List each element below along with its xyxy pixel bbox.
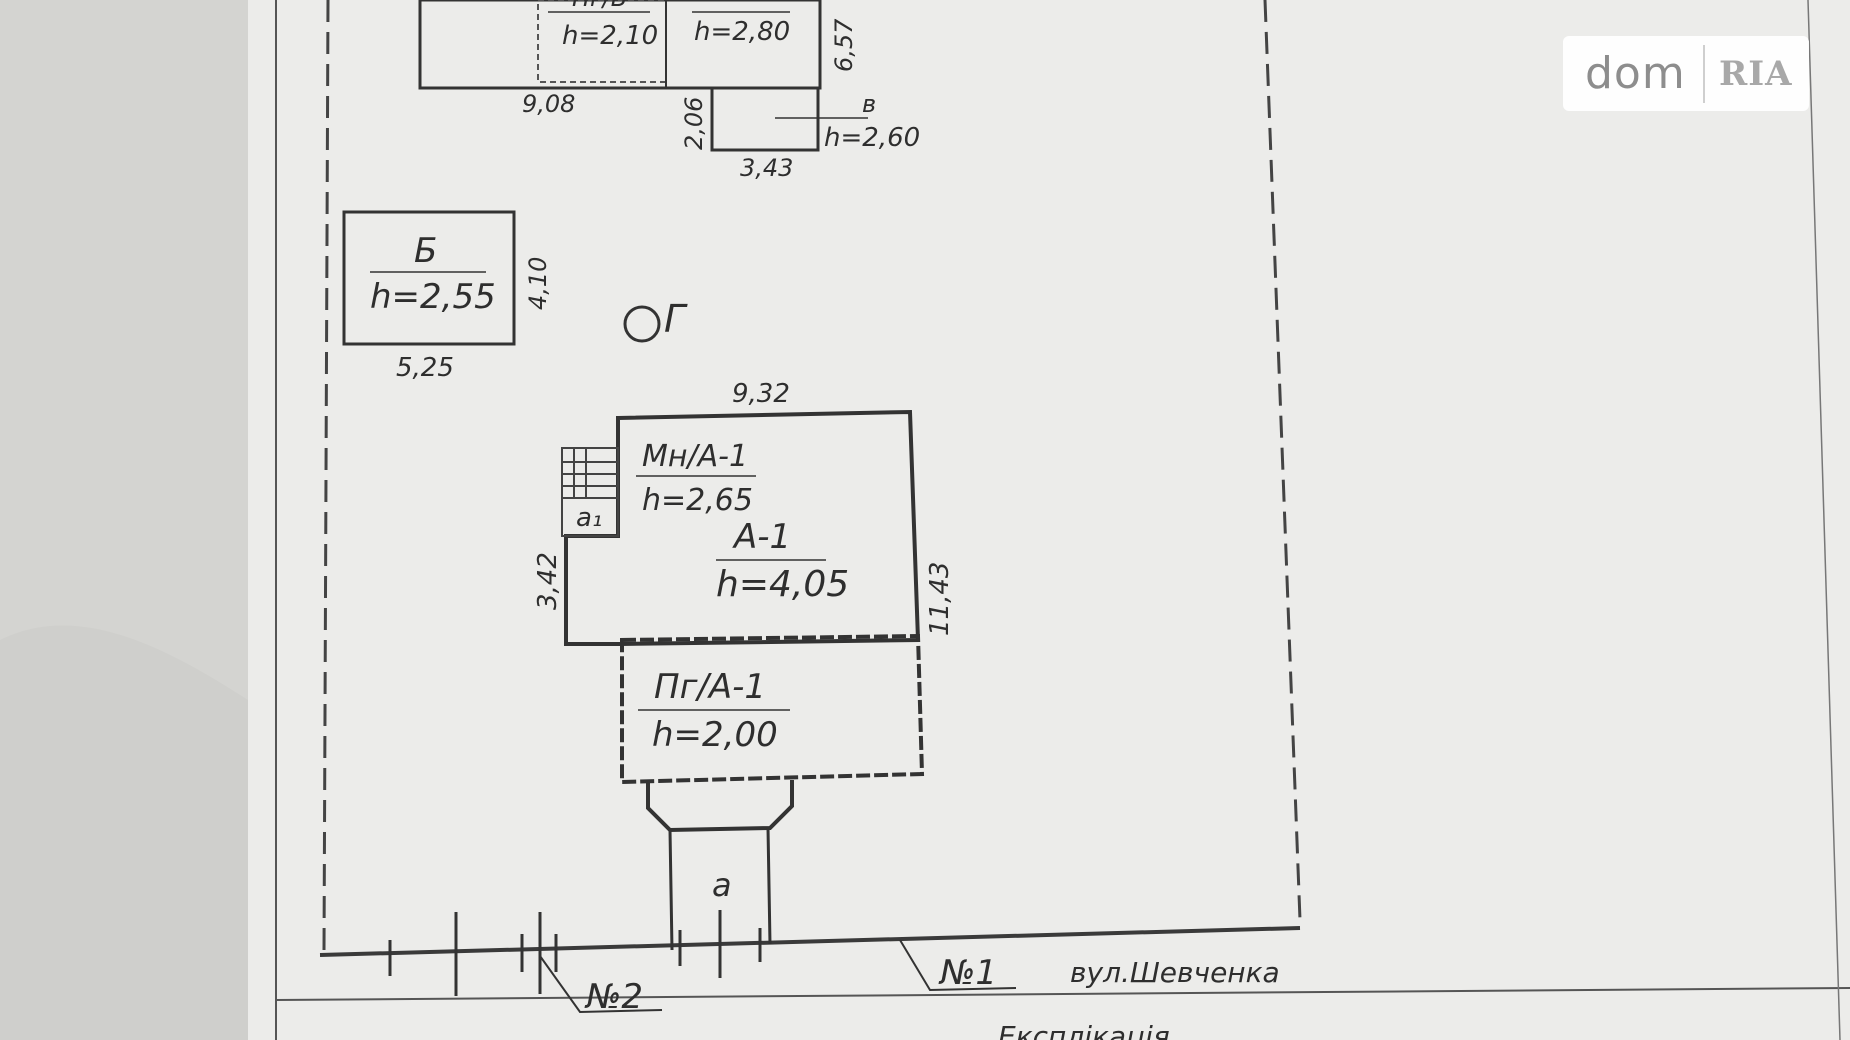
top-building-outline xyxy=(418,0,822,90)
dim-b-vertical: 4,10 xyxy=(524,257,552,310)
annex-height: h=2,60 xyxy=(824,123,920,153)
basement-outline xyxy=(620,633,925,785)
plot-boundary xyxy=(322,0,1302,951)
fence-ticks xyxy=(388,910,762,996)
porch-label: a₁ xyxy=(576,503,602,533)
basement-label: Пг/А-1 xyxy=(654,667,766,707)
street-name: вул.Шевченка xyxy=(1070,956,1280,989)
dim-main-left: 3,42 xyxy=(533,552,563,610)
porch-a1-stairs xyxy=(561,447,619,537)
gate-1-leader xyxy=(899,939,1017,992)
dim-main-right: 11,43 xyxy=(925,562,955,636)
well-label: Г xyxy=(664,297,688,341)
dim-annex-width: 3,43 xyxy=(740,154,793,182)
dim-main-top: 9,32 xyxy=(732,379,790,409)
top-left-room-label: Пг/В xyxy=(572,0,627,12)
annex-outline xyxy=(710,86,820,152)
dim-top-bottom-width: 9,08 xyxy=(522,90,575,118)
dim-b-width: 5,25 xyxy=(396,353,454,383)
building-b-height: h=2,55 xyxy=(370,277,496,317)
gate-1-label: №1 xyxy=(938,953,997,993)
top-left-room-outline xyxy=(537,0,667,83)
basement-height: h=2,00 xyxy=(652,715,778,755)
watermark-separator xyxy=(1703,44,1705,103)
paper-sheet xyxy=(248,0,1850,1040)
building-b-label: Б xyxy=(414,231,437,271)
well-symbol xyxy=(623,305,661,343)
entrance-label: а xyxy=(712,866,732,904)
top-mid-room-height: h=2,80 xyxy=(694,17,790,47)
bottom-caption: Експлікація xyxy=(998,1020,1170,1040)
mansard-label: Мн/А-1 xyxy=(642,439,748,474)
main-label: А-1 xyxy=(732,517,791,557)
gate-2-leader xyxy=(539,955,663,1014)
street-frontage-line xyxy=(319,926,1301,957)
watermark-ria-logo: RIA xyxy=(1719,53,1793,94)
watermark-dom-text: dom xyxy=(1585,48,1686,99)
sheet-frame-bottom xyxy=(275,987,1850,1001)
main-height: h=4,05 xyxy=(716,564,849,605)
dim-top-right-vertical: 6,57 xyxy=(830,18,858,72)
sheet-frame-right xyxy=(1807,0,1841,1040)
entrance-walkway xyxy=(668,827,772,951)
gate-2-label: №2 xyxy=(584,977,643,1017)
dom-ria-watermark: dom RIA xyxy=(1563,36,1809,111)
building-b-outline xyxy=(342,210,516,346)
dim-annex-vertical: 2,06 xyxy=(680,97,708,150)
mansard-height: h=2,65 xyxy=(642,483,753,518)
front-porch-outline xyxy=(646,780,794,833)
top-left-room-height: h=2,10 xyxy=(562,21,658,51)
paper-fold-shadow xyxy=(0,625,248,1040)
annex-label: в xyxy=(862,90,876,118)
